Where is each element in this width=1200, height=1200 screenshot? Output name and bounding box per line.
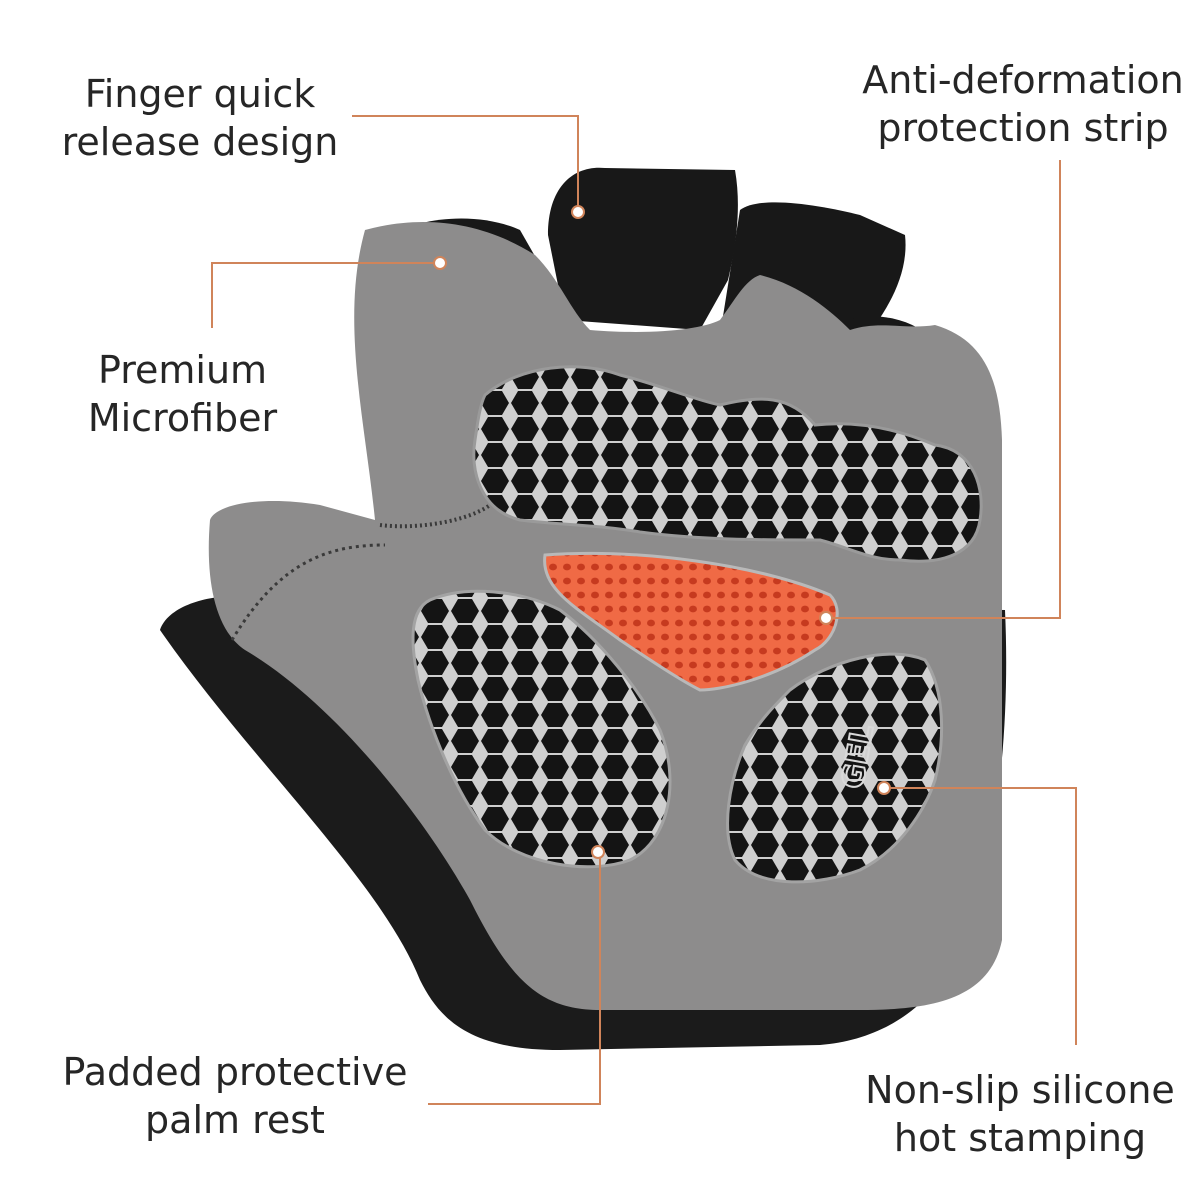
callout-antidef-line2: protection strip [877, 106, 1169, 150]
line-finger [352, 115, 579, 212]
dot-nonslip [877, 781, 891, 795]
callout-padded-palm: Padded protective palm rest [50, 1048, 420, 1144]
callout-nonslip-line2: hot stamping [893, 1116, 1147, 1160]
dot-premium [433, 256, 447, 270]
callout-dots [433, 205, 891, 859]
callout-nonslip-line1: Non-slip silicone [865, 1068, 1175, 1112]
lower-left-gel-pad [411, 589, 672, 869]
line-nonslip [884, 787, 1077, 1045]
line-padded [428, 852, 601, 1105]
finger-loop-1 [548, 167, 738, 330]
callout-finger-release: Finger quick release design [60, 70, 340, 166]
callout-anti-deformation: Anti-deformation protection strip [858, 56, 1188, 152]
callout-padded-line1: Padded protective [62, 1050, 408, 1094]
callout-premium-line2: Microfiber [87, 396, 278, 440]
callout-finger-release-line2: release design [61, 120, 339, 164]
upper-gel-pad [472, 365, 983, 563]
callout-premium-line1: Premium [97, 348, 268, 392]
callout-non-slip: Non-slip silicone hot stamping [860, 1066, 1180, 1162]
callout-antidef-line1: Anti-deformation [862, 58, 1184, 102]
callout-finger-release-line1: Finger quick [84, 72, 316, 116]
dot-finger [571, 205, 585, 219]
line-premium [211, 262, 440, 328]
lower-right-gel-pad [726, 652, 944, 884]
callout-premium-microfiber: Premium Microfiber [60, 346, 305, 442]
mesh-vent [543, 551, 839, 692]
callout-padded-line2: palm rest [145, 1098, 325, 1142]
dot-padded [591, 845, 605, 859]
line-antidef [826, 160, 1061, 619]
dot-antidef [819, 611, 833, 625]
callout-lines [211, 115, 1077, 1105]
thumb-stitching [230, 543, 386, 641]
